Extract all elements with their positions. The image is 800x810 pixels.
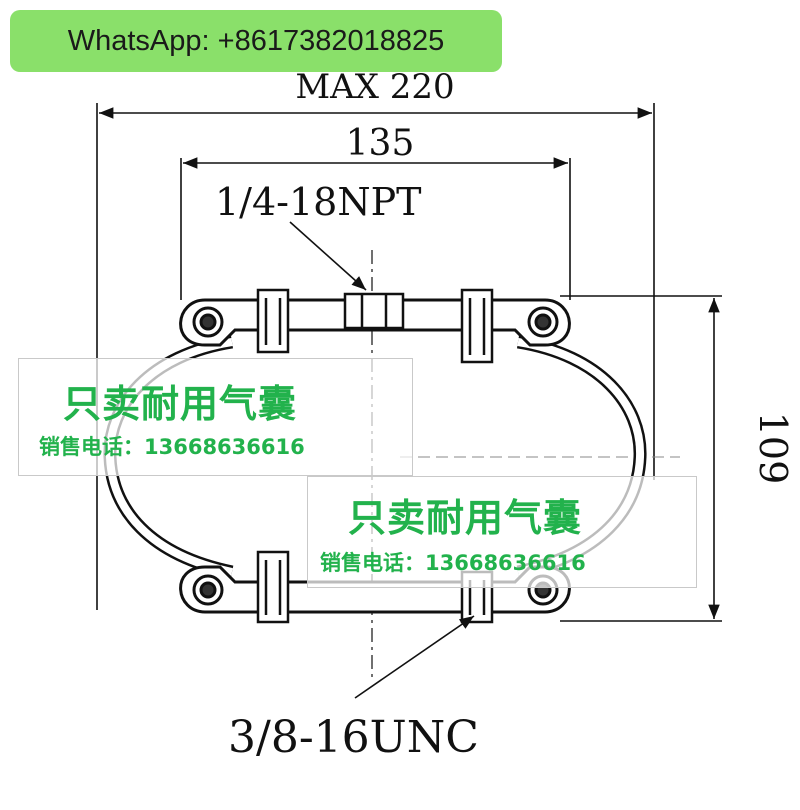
top-port-label: 1/4-18NPT [215,180,422,224]
bottom-thread-leader [354,615,475,699]
seller-watermark-1: 只卖耐用气囊 销售电话：13668636616 [18,358,413,476]
height-label: 109 [751,412,795,485]
mount-width-dimension [180,157,571,300]
overall-width-label: MAX 220 [295,67,454,107]
watermark-title: 只卖耐用气囊 [63,382,298,426]
whatsapp-text: WhatsApp: +8617382018825 [67,24,445,57]
watermark-phone: 销售电话：13668636616 [320,551,586,575]
overall-width-dimension [96,103,655,610]
bottom-thread-label: 3/8-16UNC [228,712,479,763]
seller-watermark-2: 只卖耐用气囊 销售电话：13668636616 [307,476,697,588]
height-dimension [560,295,722,622]
whatsapp-watermark: WhatsApp: +8617382018825 [10,10,502,72]
watermark-phone: 销售电话：13668636616 [39,435,305,459]
watermark-title: 只卖耐用气囊 [348,496,583,540]
top-mounting-studs [256,288,494,364]
mount-width-label: 135 [346,123,415,164]
top-port-leader [289,221,367,291]
